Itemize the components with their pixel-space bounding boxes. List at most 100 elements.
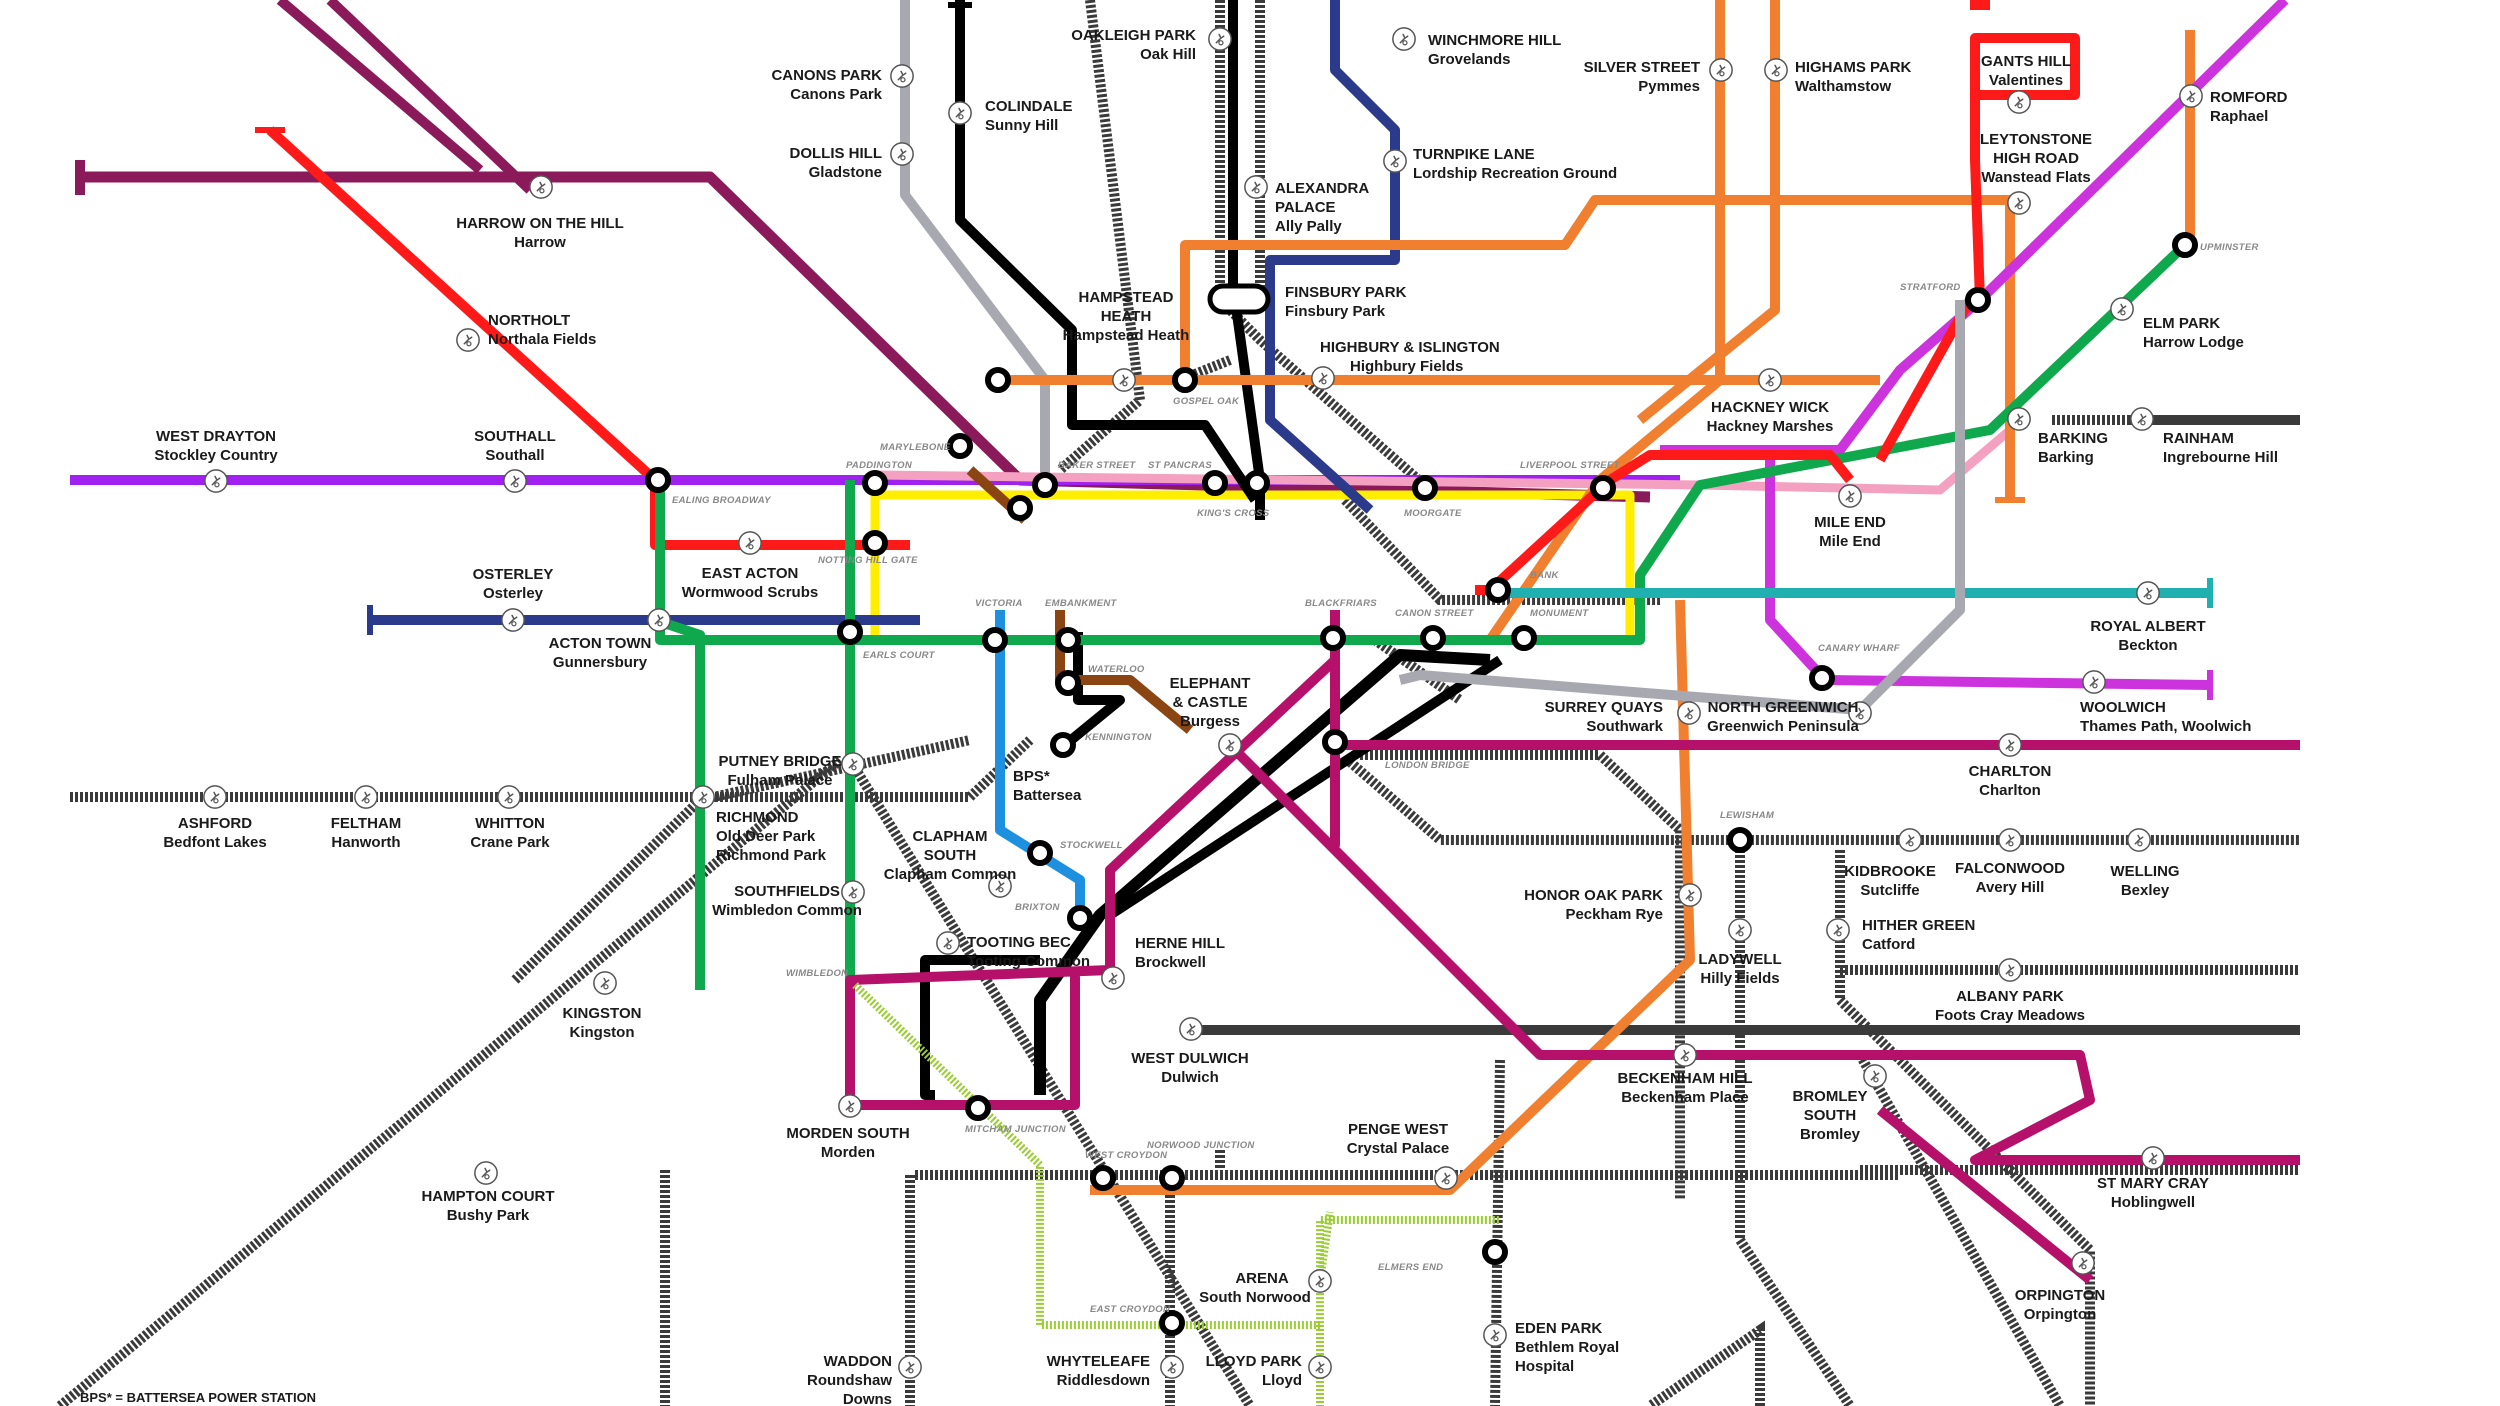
interchange-label-monument: MONUMENT: [1530, 608, 1589, 619]
station-orpington[interactable]: ORPINGTON Orpington: [2015, 1251, 2106, 1323]
finsbury-park-interchange[interactable]: [1207, 283, 1271, 315]
station-ladywell[interactable]: LADYWELL Hilly Fields: [1698, 918, 1782, 987]
station-bps[interactable]: BPS* Battersea: [1013, 768, 1082, 804]
interchange-label-moorgate: MOORGATE: [1404, 508, 1462, 519]
svg-text:Mile End: Mile End: [1819, 533, 1881, 550]
station-putney-bridge[interactable]: PUTNEY BRIDGE Fulham Palace: [718, 752, 865, 789]
station-whyteleafe[interactable]: WHYTELEAFE Riddlesdown: [1047, 1353, 1184, 1389]
station-penge-west[interactable]: PENGE WEST Crystal Palace: [1347, 1121, 1458, 1190]
station-bromley-south[interactable]: BROMLEY Bromley: [1793, 1064, 1887, 1143]
station-west-dulwich[interactable]: WEST DULWICH Dulwich: [1131, 1017, 1249, 1086]
svg-text:RICHMOND: RICHMOND: [716, 809, 799, 826]
svg-text:Avery Hill: Avery Hill: [1976, 879, 2045, 896]
station-hackney-wick[interactable]: HACKNEY WICK Hackney Marshes: [1707, 368, 1834, 435]
station-royal-albert[interactable]: ROYAL ALBERT Beckton: [2090, 581, 2206, 654]
station-winchmore-hill[interactable]: WINCHMORE HILL Grovelands: [1392, 27, 1561, 68]
station-dollis-hill[interactable]: DOLLIS HILL Gladstone: [790, 142, 914, 181]
station-herne-hill[interactable]: HERNE HILL Brockwell: [1101, 935, 1225, 990]
interchange-label-upminster: UPMINSTER: [2200, 242, 2259, 253]
svg-text:NORTHOLT: NORTHOLT: [488, 312, 570, 329]
station-surrey-quays[interactable]: SURREY QUAYS Southwark: [1545, 699, 1701, 735]
station-oakleigh-park[interactable]: OAKLEIGH PARK Oak Hill: [1071, 27, 1232, 63]
station-eden-park[interactable]: EDEN PARK Bethlem Royal: [1483, 1320, 1619, 1356]
interchange-markers[interactable]: [645, 232, 2198, 1336]
station-tooting-bec[interactable]: TOOTING BEC Tooting Common: [936, 931, 1090, 970]
station-honor-oak-park[interactable]: HONOR OAK PARK Peckham Rye: [1524, 883, 1702, 923]
svg-text:HONOR OAK PARK: HONOR OAK PARK: [1524, 887, 1663, 904]
station-richmond[interactable]: RICHMOND Old Deer Park: [691, 785, 816, 845]
station-beckenham-hill[interactable]: BECKENHAM HILL Beckenham Place: [1618, 1043, 1753, 1106]
station-feltham[interactable]: FELTHAM Hanworth: [331, 785, 402, 851]
svg-text:ACTON TOWN: ACTON TOWN: [549, 635, 652, 652]
svg-text:Charlton: Charlton: [1979, 782, 2041, 799]
svg-text:SILVER STREET: SILVER STREET: [1584, 59, 1700, 76]
station-hither-green[interactable]: HITHER GREEN Catford: [1826, 917, 1975, 953]
station-gants-hill[interactable]: GANTS HILL Valentines: [1981, 53, 2071, 114]
station-morden-south[interactable]: MORDEN SOUTH Morden: [786, 1094, 910, 1161]
station-harrow-on-the-hill[interactable]: HARROW ON THE HILL Harrow: [456, 175, 624, 251]
station-hampton-court[interactable]: HAMPTON COURT Bushy Park: [421, 1161, 555, 1224]
svg-text:PUTNEY BRIDGE: PUTNEY BRIDGE: [718, 753, 841, 770]
station-st-mary-cray[interactable]: ST MARY CRAY Hoblingwell: [2097, 1146, 2209, 1211]
interchange-label-st-pancras: ST PANCRAS: [1148, 460, 1212, 471]
interchange-label-mitcham-junction: MITCHAM JUNCTION: [965, 1124, 1067, 1135]
station-colindale[interactable]: COLINDALE Sunny Hill: [948, 98, 1073, 134]
svg-text:Finsbury Park: Finsbury Park: [1285, 303, 1386, 320]
svg-text:HITHER GREEN: HITHER GREEN: [1862, 917, 1975, 934]
station-clapham-south[interactable]: CLAPHAM Clapham Common: [884, 828, 1017, 898]
station-leytonstone-high-road[interactable]: LEYTONSTONE Wanstead Flats: [1980, 131, 2092, 215]
interchange-label-kings-cross: KING'S CROSS: [1197, 508, 1270, 519]
interchange-label-elmers-end: ELMERS END: [1378, 1262, 1443, 1273]
station-mile-end[interactable]: MILE END Mile End: [1814, 484, 1886, 550]
station-highbury-islington[interactable]: HIGHBURY & ISLINGTON Highbury Fields: [1311, 339, 1500, 390]
svg-text:Clapham Common: Clapham Common: [884, 866, 1017, 883]
station-hampstead-heath[interactable]: HAMPSTEAD Hampstead Heath: [1063, 289, 1190, 392]
station-turnpike-lane[interactable]: TURNPIKE LANE Lordship Recreation Ground: [1383, 146, 1617, 182]
station-barking[interactable]: BARKING Barking: [2007, 407, 2108, 466]
station-rainham[interactable]: RAINHAM Ingrebourne Hill: [2130, 407, 2278, 466]
interchange-label-waterloo: WATERLOO: [1088, 664, 1145, 675]
svg-text:SOUTHFIELDS: SOUTHFIELDS: [734, 883, 840, 900]
station-kidbrooke[interactable]: KIDBROOKE Sutcliffe: [1844, 828, 1936, 899]
station-falconwood[interactable]: FALCONWOOD Avery Hill: [1955, 828, 2065, 896]
station-elephant-castle[interactable]: ELEPHANT Burgess: [1170, 675, 1251, 757]
station-canons-park[interactable]: CANONS PARK Canons Park: [771, 64, 914, 103]
station-romford[interactable]: ROMFORD Raphael: [2179, 84, 2288, 125]
station-elm-park[interactable]: ELM PARK Harrow Lodge: [2110, 297, 2244, 351]
station-albany-park[interactable]: ALBANY PARK Foots Cray Meadows: [1935, 958, 2085, 1024]
station-charlton[interactable]: CHARLTON Charlton: [1969, 733, 2052, 799]
station-osterley[interactable]: OSTERLEY Osterley: [473, 566, 554, 632]
station-highams-park[interactable]: HIGHAMS PARK Walthamstow: [1764, 58, 1912, 95]
station-waddon[interactable]: WADDON Roundshaw: [807, 1353, 922, 1389]
station-southall[interactable]: SOUTHALL Southall: [474, 428, 556, 493]
station-kingston[interactable]: KINGSTON Kingston: [563, 971, 642, 1041]
station-west-drayton[interactable]: WEST DRAYTON Stockley Country: [154, 428, 278, 493]
station-silver-street[interactable]: SILVER STREET Pymmes: [1584, 58, 1733, 95]
station-lloyd-park[interactable]: LLOYD PARK Lloyd: [1206, 1353, 1332, 1389]
svg-text:TURNPIKE LANE: TURNPIKE LANE: [1413, 146, 1535, 163]
station-north-greenwich[interactable]: NORTH GREENWICH Greenwich Peninsula: [1707, 699, 1872, 735]
svg-text:Hampstead Heath: Hampstead Heath: [1063, 327, 1190, 344]
station-arena[interactable]: ARENA South Norwood: [1199, 1269, 1332, 1306]
station-southfields[interactable]: SOUTHFIELDS Wimbledon Common: [712, 880, 865, 919]
interchange-label-marylebone: MARYLEBONE: [880, 442, 951, 453]
svg-text:Highbury Fields: Highbury Fields: [1350, 358, 1463, 375]
interchange-label-norwood-junction: NORWOOD JUNCTION: [1147, 1140, 1255, 1151]
svg-text:CLAPHAM: CLAPHAM: [913, 828, 988, 845]
interchange-labels: MARYLEBONE PADDINGTON BAKER STREET ST PA…: [672, 242, 2259, 1315]
svg-text:RAINHAM: RAINHAM: [2163, 430, 2234, 447]
station-ashford[interactable]: ASHFORD Bedfont Lakes: [163, 785, 267, 851]
station-welling[interactable]: WELLING Bexley: [2110, 828, 2180, 899]
svg-text:FELTHAM: FELTHAM: [331, 815, 402, 832]
interchange-label-notting-hill-gate: NOTTING HILL GATE: [818, 555, 918, 566]
station-finsbury-park[interactable]: FINSBURY PARK Finsbury Park: [1285, 284, 1407, 320]
svg-text:ARENA: ARENA: [1235, 1270, 1289, 1287]
station-acton-town[interactable]: ACTON TOWN Gunnersbury: [549, 608, 671, 671]
station-whitton[interactable]: WHITTON Crane Park: [470, 785, 550, 851]
station-northolt[interactable]: NORTHOLT Northala Fields: [456, 312, 597, 352]
station-east-acton[interactable]: EAST ACTON Wormwood Scrubs: [682, 531, 818, 601]
station-alexandra-palace[interactable]: ALEXANDRA Ally Pally: [1244, 175, 1369, 235]
svg-text:BARKING: BARKING: [2038, 430, 2108, 447]
svg-text:CHARLTON: CHARLTON: [1969, 763, 2052, 780]
station-woolwich[interactable]: WOOLWICH Thames Path, Woolwich: [2080, 670, 2251, 735]
